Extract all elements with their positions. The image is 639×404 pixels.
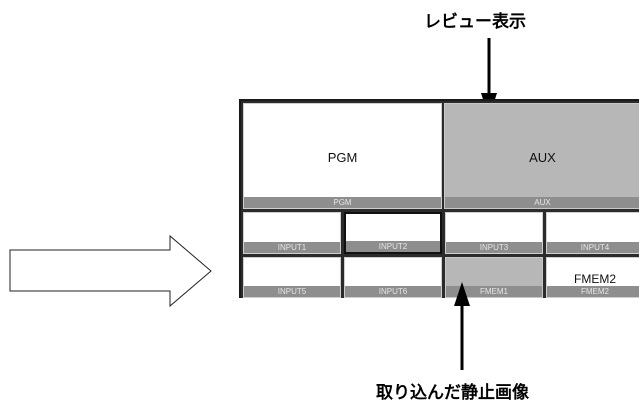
input6-view: INPUT6 [344,257,442,298]
fmem2-tally-label: FMEM2 [547,286,639,297]
pgm-main-label: PGM [327,150,358,165]
fmem2-main-label: FMEM2 [574,272,616,286]
input5-tally-label: INPUT5 [244,286,340,297]
input4-view: INPUT4 [546,212,639,254]
aux-tally-label: AUX [445,197,639,208]
pgm-tally-label: PGM [244,197,441,208]
input2-view: INPUT2 [344,212,442,254]
aux-view: AUX AUX [444,103,639,209]
multiviewer-screen: PGM PGM AUX AUX INPUT1 INPUT2 INPUT3 INP… [239,99,639,298]
fmem1-tally-label: FMEM1 [446,286,542,297]
review-display-label: レビュー表示 [424,12,526,32]
input3-view: INPUT3 [445,212,543,254]
pgm-view: PGM PGM [243,103,442,209]
input2-tally-label: INPUT2 [346,241,440,252]
input5-view: INPUT5 [243,257,341,298]
input1-tally-label: INPUT1 [244,242,340,253]
aux-main-label: AUX [529,150,556,165]
input4-tally-label: INPUT4 [547,242,639,253]
input6-tally-label: INPUT6 [345,286,441,297]
fmem2-view: FMEM2 FMEM2 [546,257,639,298]
input3-tally-label: INPUT3 [446,242,542,253]
up-arrow-icon [454,282,470,370]
input1-view: INPUT1 [243,212,341,254]
captured-still-label: 取り込んだ静止画像 [376,383,529,403]
